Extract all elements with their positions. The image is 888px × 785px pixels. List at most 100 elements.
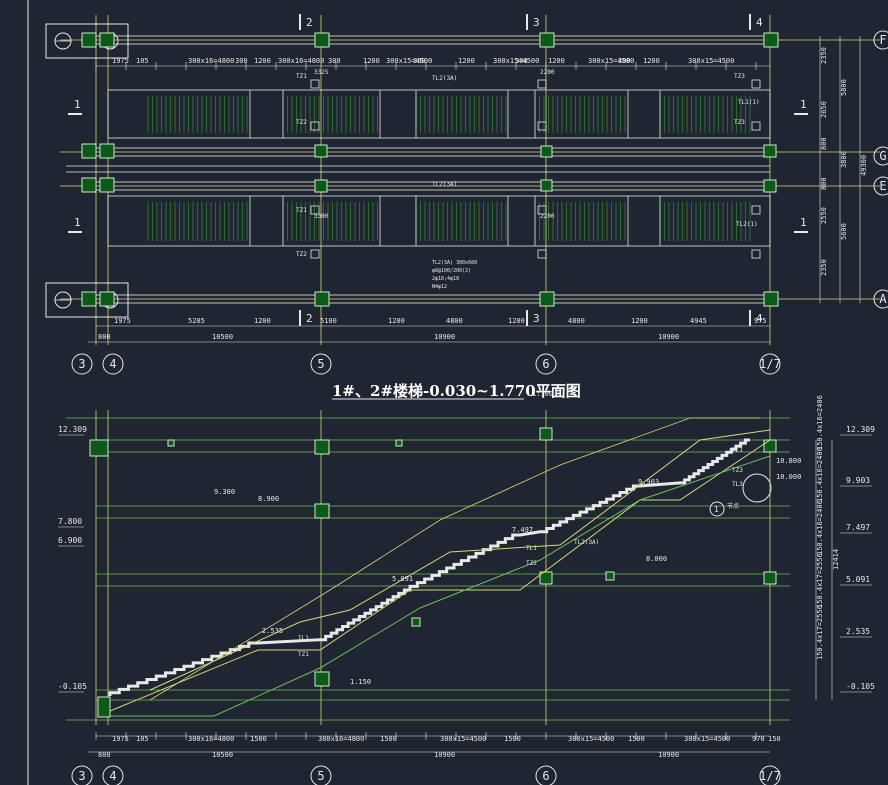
- elev-right: -0.105: [846, 682, 875, 691]
- elev-mid: 10.000: [776, 473, 801, 481]
- plan-top-dim: 300: [413, 57, 426, 65]
- elev-right: 9.903: [846, 476, 870, 485]
- plan-top-dim: 1200: [363, 57, 380, 65]
- section-bottom-dim: 1500: [380, 735, 397, 743]
- plan-axis-6-circle: [535, 353, 557, 375]
- plan-note: φ8@100/200(2): [432, 268, 471, 274]
- plan-bottom-dim: 5100: [320, 317, 337, 325]
- plan-top-dim: 1200: [548, 57, 565, 65]
- elev-left: 7.800: [58, 517, 82, 526]
- plan-right-dim: 5800: [840, 79, 848, 96]
- plan-top-dim: 300x15=4500: [386, 57, 432, 65]
- section-axis-6: 6: [542, 769, 549, 783]
- section-mark: 3: [533, 16, 540, 29]
- plan-tag: 2200: [540, 69, 555, 76]
- plan-scale: 1:100: [532, 390, 553, 398]
- section-bottom-dim: 300x16=4800: [188, 735, 234, 743]
- plan-title: 1#、2#楼梯-0.030~1.770平面图: [332, 382, 581, 400]
- plan-bottom-dim: 1200: [508, 317, 525, 325]
- section-tag: TL1: [298, 635, 309, 642]
- elev-right: 5.091: [846, 575, 870, 584]
- elev-mid: 9.903: [638, 478, 659, 486]
- detail-label: 节点: [727, 502, 739, 510]
- section-axis-5: 5: [317, 769, 324, 783]
- section-overall-dim: 800: [98, 751, 111, 759]
- plan-axis-A-circle: [873, 289, 888, 309]
- section-bottom-dim: 300x15=4500: [684, 735, 730, 743]
- section-tag: TZ1: [298, 651, 309, 658]
- plan-axis-5: 5: [317, 357, 324, 371]
- elev-left: -0.105: [58, 682, 87, 691]
- plan-right-dim: 2350: [820, 47, 828, 64]
- plan-tag: TZ1: [296, 73, 307, 80]
- plan-axis-E-circle: [873, 176, 888, 196]
- plan-top-dim: 300: [328, 57, 341, 65]
- plan-top-dim: 300: [235, 57, 248, 65]
- plan-axis-F: F: [879, 33, 886, 47]
- section-axis-1/7: 1/7: [759, 769, 781, 783]
- plan-axis-E: E: [879, 179, 886, 193]
- section-bottom-dim: 1500: [504, 735, 521, 743]
- plan-tag: TL2(3A): [432, 75, 457, 82]
- section-right-dim: 150.4x16=2406: [816, 395, 824, 450]
- section-elevations-mid: 9.3008.9009.9037.4975.0912.5351.1508.000…: [214, 457, 801, 686]
- section-bottom-dim: 105: [136, 735, 149, 743]
- section-axis-4: 4: [109, 769, 116, 783]
- plan-top-dim: 300x16=4800: [188, 57, 234, 65]
- plan-note: 2φ16;4φ18: [432, 276, 459, 282]
- section-columns: [89, 427, 777, 718]
- plan-tag: TL1(1): [738, 99, 760, 106]
- plan-tag: TL2(1): [736, 221, 758, 228]
- elev-right: 7.497: [846, 523, 870, 532]
- section-bottom-dim: 970: [752, 735, 765, 743]
- plan-right-dim: 800: [820, 177, 828, 190]
- section-tag: TZ3: [732, 467, 743, 474]
- section-axis-6-circle: [535, 765, 557, 785]
- plan-top-dim: 300x15=4500: [588, 57, 634, 65]
- plan-bottom-dim: 4800: [446, 317, 463, 325]
- plan-top-dim: 300: [515, 57, 528, 65]
- plan-note: N4φ12: [432, 284, 447, 290]
- elev-mid: 2.535: [262, 627, 283, 635]
- plan-axis-G-circle: [873, 146, 888, 166]
- plan-right-dim: 2550: [820, 207, 828, 224]
- plan-axis-4: 4: [109, 357, 116, 371]
- cut-mark: 1: [74, 98, 81, 111]
- plan-tag: TZ2: [296, 251, 307, 258]
- section-tag: TL1: [732, 447, 743, 454]
- section-mark: 4: [756, 312, 763, 325]
- plan-right-dim: 5600: [840, 223, 848, 240]
- cut-mark: 1: [800, 98, 807, 111]
- plan-tags: TZ1TZ2TZ1TZ2TZ3TZ3TL2(3A)TL2(3A)TL1(1)TL…: [296, 69, 760, 290]
- plan-top-dim: 1975: [112, 57, 129, 65]
- elev-right: 2.535: [846, 627, 870, 636]
- section-bottom-dim: 300x15=4500: [568, 735, 614, 743]
- plan-right-dim: 800: [820, 137, 828, 150]
- plan-bottom-dim: 1975: [114, 317, 131, 325]
- plan-bottom-dim: 975: [754, 317, 767, 325]
- section-right-dim: 12414: [832, 549, 840, 570]
- section-mark: 2: [306, 312, 313, 325]
- section-right-dims: 150.4x16=2406150.4x16=2406150.4x16=24061…: [816, 395, 840, 660]
- section-right-dim: 150.4x16=2406: [816, 500, 824, 555]
- plan-tag: TZ3: [734, 119, 745, 126]
- plan-overall-dim: 10900: [658, 333, 679, 341]
- section-tag: TL3: [732, 481, 743, 488]
- plan-bottom-dim: 1200: [254, 317, 271, 325]
- plan-right-dim: 2650: [820, 101, 828, 118]
- section-tag: TL1: [526, 545, 537, 552]
